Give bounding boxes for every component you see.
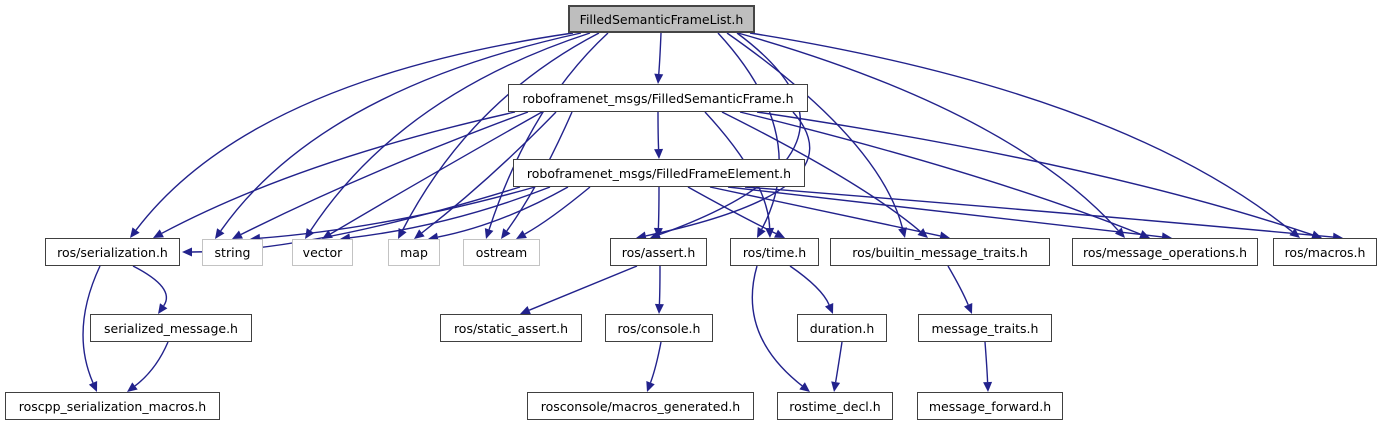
arrowhead-frame-ostream <box>501 228 511 239</box>
edge-serialized-roscpp_macros <box>134 341 169 387</box>
arrowhead-time-duration <box>824 303 834 314</box>
edge-element-ostream <box>524 186 591 235</box>
arrowhead-element-ostream <box>516 230 527 239</box>
edge-element-map <box>437 186 569 238</box>
node-frame[interactable]: roboframenet_msgs/FilledSemanticFrame.h <box>508 84 808 112</box>
node-msg_forward[interactable]: message_forward.h <box>917 392 1063 420</box>
edge-list-time <box>717 32 780 230</box>
edge-list-assert <box>659 32 802 236</box>
node-macros_generated[interactable]: rosconsole/macros_generated.h <box>527 392 754 420</box>
node-element[interactable]: roboframenet_msgs/FilledFrameElement.h <box>513 159 805 187</box>
arrowhead-list-msgops <box>1114 227 1125 238</box>
node-time[interactable]: ros/time.h <box>730 238 819 266</box>
node-msgops[interactable]: ros/message_operations.h <box>1072 238 1258 266</box>
arrowhead-serialization-serialized <box>158 303 168 314</box>
node-assert[interactable]: ros/assert.h <box>610 238 707 266</box>
arrowhead-frame-string <box>232 230 243 239</box>
node-ostream: ostream <box>463 239 540 266</box>
arrowhead-list-string <box>215 228 225 239</box>
arrowhead-console-macros_generated <box>646 381 655 392</box>
node-map: map <box>388 239 440 266</box>
edge-assert-static_assert <box>528 265 638 311</box>
arrowhead-frame-map <box>414 229 425 239</box>
arrowhead-list-vector <box>305 228 315 239</box>
edge-element-macros <box>744 186 1334 238</box>
arrowhead-element-serialization <box>182 247 192 257</box>
arrowhead-serialization-roscpp_macros <box>88 381 98 392</box>
node-rostime_decl[interactable]: rostime_decl.h <box>777 392 893 420</box>
edge-assert-console <box>658 265 661 305</box>
edge-frame-vector <box>330 111 543 235</box>
edge-time-duration <box>789 265 830 306</box>
edge-list-macros <box>749 32 1293 233</box>
edge-element-vector <box>349 186 551 239</box>
edge-list-vector <box>309 32 591 232</box>
arrowhead-list-builtin <box>898 227 907 238</box>
node-serialized[interactable]: serialized_message.h <box>90 314 252 342</box>
edge-frame-element <box>657 111 660 150</box>
arrowhead-serialized-roscpp_macros <box>127 382 138 392</box>
arrowhead-list-frame <box>654 73 664 84</box>
node-macros[interactable]: ros/macros.h <box>1273 238 1377 266</box>
node-serialization[interactable]: ros/serialization.h <box>45 238 180 266</box>
arrowhead-frame-element <box>654 148 664 159</box>
arrowhead-frame-serialization <box>153 229 164 238</box>
arrowhead-duration-rostime_decl <box>831 381 841 392</box>
edge-frame-msgops <box>739 111 1141 235</box>
node-vector: vector <box>292 239 353 266</box>
arrowhead-frame-builtin <box>917 228 928 238</box>
edge-list-serialization <box>135 32 574 231</box>
edge-list-ostream <box>488 32 609 230</box>
edge-element-msgops <box>727 186 1163 238</box>
arrowhead-time-rostime_decl <box>799 382 810 392</box>
edge-list-string <box>220 32 582 232</box>
edge-time-rostime_decl <box>751 265 803 387</box>
arrowhead-list-serialization <box>130 227 140 238</box>
arrowhead-list-ostream <box>484 228 494 239</box>
edge-console-macros_generated <box>649 341 662 383</box>
edge-element-time <box>687 186 777 235</box>
edge-list-map <box>401 32 600 231</box>
arrowhead-msg_traits-msg_forward <box>983 381 993 392</box>
edge-list-msgops <box>737 32 1119 232</box>
edge-serialization-roscpp_macros <box>82 265 101 384</box>
edge-builtin-msg_traits <box>947 265 969 306</box>
arrowhead-element-time <box>774 229 785 238</box>
edge-msg_traits-msg_forward <box>984 341 989 383</box>
edge-element-builtin <box>709 186 941 237</box>
arrowhead-list-map <box>398 228 407 239</box>
edge-duration-rostime_decl <box>834 341 843 383</box>
edge-frame-serialization <box>161 111 516 234</box>
node-list: FilledSemanticFrameList.h <box>568 5 755 33</box>
edge-frame-string <box>240 111 529 236</box>
arrowhead-frame-macros <box>1311 230 1322 240</box>
edge-list-frame <box>658 32 662 75</box>
arrowhead-frame-time <box>765 227 775 238</box>
edge-frame-builtin <box>721 111 921 233</box>
node-string: string <box>202 239 263 266</box>
node-roscpp_macros[interactable]: roscpp_serialization_macros.h <box>5 392 220 420</box>
edge-frame-map <box>421 111 557 234</box>
arrowhead-list-time <box>757 227 766 238</box>
edge-element-string <box>259 186 536 239</box>
arrowhead-frame-vector <box>322 230 333 239</box>
arrowhead-assert-static_assert <box>520 306 531 315</box>
edge-serialization-serialized <box>132 265 168 307</box>
arrowhead-assert-console <box>654 303 664 314</box>
edge-element-assert <box>657 186 660 229</box>
node-builtin[interactable]: ros/builtin_message_traits.h <box>830 238 1050 266</box>
node-msg_traits[interactable]: message_traits.h <box>918 314 1052 342</box>
arrowhead-builtin-msg_traits <box>964 303 973 314</box>
node-duration[interactable]: duration.h <box>797 314 887 342</box>
node-static_assert[interactable]: ros/static_assert.h <box>440 314 582 342</box>
edge-frame-macros <box>756 111 1313 236</box>
node-console[interactable]: ros/console.h <box>605 314 713 342</box>
